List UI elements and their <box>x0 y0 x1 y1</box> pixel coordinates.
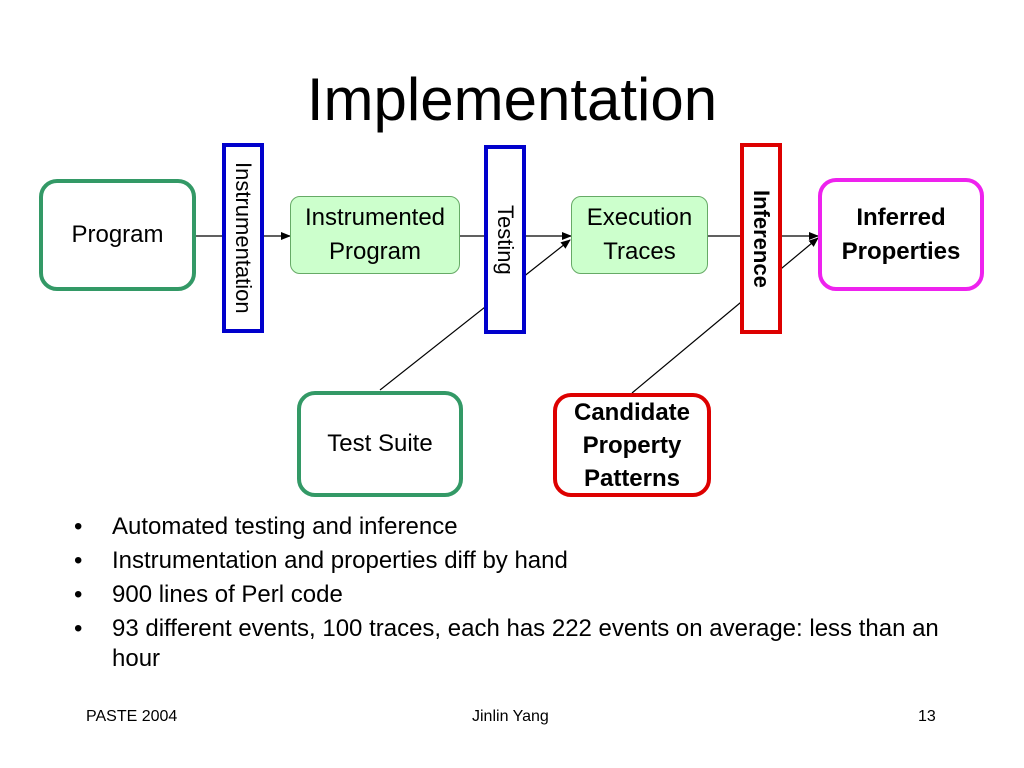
bullet-item: Instrumentation and properties diff by h… <box>70 546 970 576</box>
node-instrumented-program-line1: Instrumented <box>304 204 446 231</box>
bullet-list: Automated testing and inference Instrume… <box>70 512 970 678</box>
bar-inference: Inference <box>740 143 782 334</box>
node-execution-traces-line2: Traces <box>603 238 676 265</box>
edge-patterns-inferred <box>631 237 819 394</box>
bullet-item: 900 lines of Perl code <box>70 580 970 610</box>
node-test-suite: Test Suite <box>297 391 463 497</box>
node-test-suite-label: Test Suite <box>327 430 433 457</box>
node-instrumented-program: Instrumented Program <box>290 196 460 274</box>
bullet-item: 93 different events, 100 traces, each ha… <box>70 614 970 674</box>
node-candidate-patterns: Candidate Property Patterns <box>553 393 711 497</box>
node-instrumented-program-line2: Program <box>328 238 422 265</box>
node-candidate-patterns-line3: Patterns <box>583 464 681 492</box>
footer-center: Jinlin Yang <box>472 708 549 725</box>
edge-testsuite-traces <box>379 239 571 391</box>
bullet-item: Automated testing and inference <box>70 512 970 542</box>
node-inferred-properties-line2: Properties <box>841 237 961 265</box>
node-candidate-patterns-line1: Candidate <box>573 398 690 426</box>
node-execution-traces-line1: Execution <box>586 204 693 231</box>
bar-testing-label: Testing <box>493 204 518 275</box>
node-candidate-patterns-line2: Property <box>582 431 682 459</box>
slide-title: Implementation <box>306 66 718 133</box>
node-execution-traces: Execution Traces <box>571 196 708 274</box>
footer-left: PASTE 2004 <box>86 708 178 725</box>
bar-instrumentation: Instrumentation <box>222 143 264 333</box>
node-inferred-properties-line1: Inferred <box>856 203 946 231</box>
bar-inference-label: Inference <box>749 189 774 288</box>
node-program: Program <box>39 179 196 291</box>
node-inferred-properties: Inferred Properties <box>818 178 984 291</box>
footer-page-number: 13 <box>918 708 936 725</box>
node-program-label: Program <box>71 221 164 248</box>
bar-testing: Testing <box>484 145 526 334</box>
bar-instrumentation-label: Instrumentation <box>231 162 256 314</box>
